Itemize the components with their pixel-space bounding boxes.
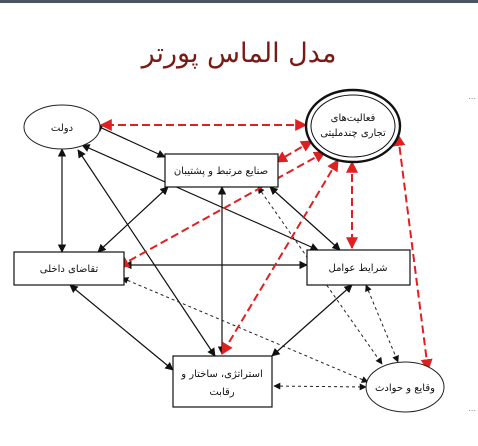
node-strategy-label-1: استراتژی، ساختار و	[180, 369, 263, 380]
edge-factor-strategy	[271, 284, 353, 357]
side-mark-top: ...	[468, 92, 476, 101]
node-chance: وقایع و حوادث	[365, 361, 445, 413]
top-border-line	[0, 0, 478, 3]
node-chance-label: وقایع و حوادث	[375, 383, 435, 394]
edge-factor-chance	[365, 284, 399, 363]
node-multinational-label-1: فعالیت‌های	[331, 113, 376, 124]
edge-multinational-chance	[393, 133, 433, 372]
edge-strategy-chance	[273, 382, 367, 391]
node-related-industries: صنایع مرتبط و پشتیبان	[164, 153, 279, 188]
node-multinational: فعالیت‌های تجاری چندملیتی	[304, 88, 402, 164]
edge-government-related	[94, 124, 166, 158]
red-edges	[99, 119, 433, 372]
node-domestic-demand-label: تقاضای داخلی	[40, 264, 99, 275]
node-domestic-demand: تقاضای داخلی	[13, 251, 125, 286]
edge-multinational-related	[274, 140, 314, 163]
node-multinational-label-2: تجاری چندملیتی	[320, 128, 386, 139]
node-government-label: دولت	[51, 123, 73, 134]
node-factor-conditions: شرایط عوامل	[306, 249, 411, 286]
side-mark-bottom: ...	[468, 404, 476, 413]
node-strategy-label-2: رقابت	[209, 387, 234, 398]
node-strategy: استراتژی، ساختار و رقابت	[172, 355, 273, 408]
edge-demand-strategy	[69, 284, 174, 371]
edge-multinational-strategy	[221, 158, 339, 356]
node-government: دولت	[23, 104, 101, 150]
diagram-title: مدل الماس پورتر	[141, 38, 337, 69]
node-factor-conditions-label: شرایط عوامل	[329, 263, 388, 274]
node-related-industries-label: صنایع مرتبط و پشتیبان	[174, 166, 268, 177]
